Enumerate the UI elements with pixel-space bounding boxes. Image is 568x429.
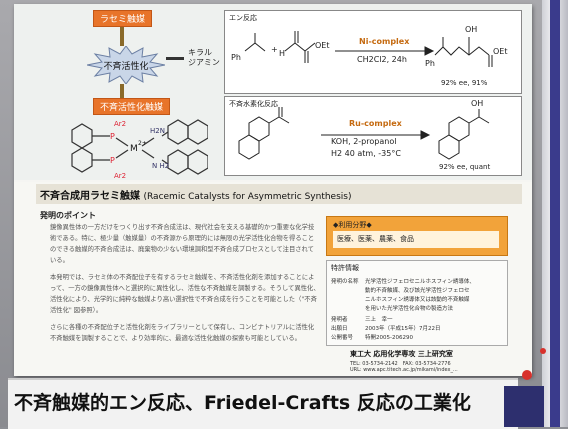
lower-banner: 不斉触媒的エン反応、Friedel‐Crafts 反応の工業化	[8, 378, 518, 429]
hydrogenation-result: 92% ee, quant	[439, 163, 491, 171]
patent-row: ニルホスフィン誘導体又は該動的不斉触媒	[331, 295, 469, 303]
ene-reaction-panel: エン反応 Ph + H OEt Ni-complex	[224, 10, 522, 94]
ar-bottom-label: Ar2	[114, 172, 126, 180]
patent-row-value: ニルホスフィン誘導体又は該動的不斉触媒	[365, 297, 470, 303]
patent-row: 出願日 2003年（平成15年）7月22日	[331, 324, 441, 332]
usage-fields-title: ◆利用分野◆	[333, 221, 372, 229]
ru-complex-label: Ru-complex	[349, 119, 402, 128]
h2n-top-label: H2N	[150, 127, 165, 135]
patent-row-key: 発明者	[331, 317, 348, 323]
red-indicator-dot	[540, 348, 546, 354]
patent-row-key: 発明の名称	[331, 279, 359, 285]
ene-product-oet: OEt	[493, 47, 508, 56]
hydrogenation-cond1: KOH, 2-propanol	[331, 137, 397, 146]
racemic-catalyst-badge: ラセミ触媒	[93, 10, 153, 27]
section-heading-band	[36, 184, 522, 204]
section-heading-en: (Racemic Catalysts for Asymmetric Synthe…	[143, 192, 352, 202]
footer-url: URL: www.apc.titech.ac.jp/mikami/index_.…	[350, 367, 458, 373]
p-top-label: P	[110, 132, 115, 141]
patent-row: 発明者 三上 幸一	[331, 315, 393, 323]
metal-label: M	[130, 144, 138, 154]
chiral-diamine-line2: ジアミン	[188, 58, 220, 67]
paragraph-1: 鏡像異性体の一方だけをつくり出す不斉合成法は、現代社会を支える基礎的かつ重要な化…	[50, 224, 315, 264]
patent-row: を用いた光学活性化合物の製造方法	[331, 304, 453, 312]
hydrogenation-cond2: H2 40 atm, -35°C	[331, 149, 401, 158]
patent-row-value: を用いた光学活性化合物の製造方法	[365, 306, 454, 312]
metal-charge-label: 2+	[138, 140, 147, 147]
patent-row: 動的不斉触媒、及び該光学活性ジフェロセ	[331, 286, 470, 294]
patent-info-box: 特許情報 発明の名称光学活性ジフェロセニルホスフィン誘導体、 動的不斉触媒、及び…	[326, 260, 508, 346]
ene-plus: +	[271, 45, 278, 54]
ene-h-label: H	[279, 49, 286, 58]
hydrogenation-product-oh: OH	[471, 99, 484, 108]
patent-row-value: 特開2005-206290	[365, 335, 413, 341]
patent-row-value: 光学活性ジフェロセニルホスフィン誘導体、	[365, 279, 475, 285]
ar-top-label: Ar2	[114, 120, 126, 128]
section-heading: 不斉合成用ラセミ触媒 (Racemic Catalysts for Asymme…	[40, 187, 352, 202]
diamine-arrow	[166, 57, 184, 60]
ene-reactant-oet: OEt	[315, 41, 330, 50]
ene-reactant-ph: Ph	[231, 53, 241, 62]
patent-row: 発明の名称光学活性ジフェロセニルホスフィン誘導体、	[331, 277, 475, 285]
hydrogenation-panel: 不斉水素化反応 Ru-complex KOH, 2-propanol H2 40…	[224, 96, 522, 176]
lower-right-dark-strip	[504, 386, 544, 427]
ene-conditions: CH2Cl2, 24h	[357, 55, 407, 64]
asymmetric-activation-label: 不斉活性化	[103, 61, 149, 72]
lower-banner-title: 不斉触媒的エン反応、Friedel‐Crafts 反応の工業化	[14, 392, 471, 414]
ene-reaction-scheme	[244, 31, 493, 67]
catalyst-structure: P P Ar2 Ar2 M 2+ H2N N H2	[71, 119, 208, 180]
ene-product-oh: OH	[465, 25, 478, 34]
patent-row-value: 三上 幸一	[365, 317, 393, 323]
ene-product-ph: Ph	[425, 59, 435, 68]
ni-complex-label: Ni-complex	[359, 37, 410, 46]
usage-fields-box: ◆利用分野◆ 医療、医薬、農薬、食品	[326, 216, 508, 256]
hydrogenation-scheme	[238, 107, 490, 160]
footer-institution: 東工大 応用化学専攻 三上研究室	[350, 350, 453, 358]
patent-row-key: 公開番号	[331, 335, 354, 341]
patent-row-value: 動的不斉触媒、及び該光学活性ジフェロセ	[365, 288, 470, 294]
flow-arrow-top	[120, 26, 124, 46]
starburst-shape	[86, 45, 166, 85]
patent-row-value: 2003年（平成15年）7月22日	[365, 326, 441, 332]
p-bottom-label: P	[110, 156, 115, 165]
red-button-dot	[522, 370, 532, 380]
right-post-strip	[550, 0, 560, 427]
poster: ラセミ触媒 不斉活性化 キラル ジアミン 不斉活性化触媒 P	[14, 4, 532, 376]
patent-info-title: 特許情報	[331, 264, 359, 272]
flow-arrow-bottom	[120, 84, 124, 98]
chiral-diamine-label: キラル ジアミン	[188, 48, 220, 68]
paragraph-3: さらに各種の不斉配位子と活性化剤をライブラリーとして保有し、コンビナトリアルに活…	[50, 324, 315, 342]
footer-tel: TEL: 03-5734-2142 FAX: 03-5734-2776	[350, 361, 451, 367]
nh2-bottom-label: N H2	[152, 162, 169, 170]
hydrogenation-title: 不斉水素化反応	[229, 100, 278, 108]
chiral-diamine-line1: キラル	[188, 48, 212, 57]
activated-catalyst-badge: 不斉活性化触媒	[93, 98, 171, 115]
right-post	[542, 0, 568, 427]
invention-points-subheading: 発明のポイント	[40, 211, 96, 220]
section-heading-jp: 不斉合成用ラセミ触媒	[40, 191, 140, 202]
patent-row-key: 出願日	[331, 326, 348, 332]
paragraph-2: 本発明では、ラセミ体の不斉配位子を有するラセミ触媒を、不斉活性化剤を添加すること…	[50, 274, 320, 314]
usage-fields-value: 医療、医薬、農薬、食品	[333, 231, 499, 248]
ene-reaction-title: エン反応	[229, 14, 257, 22]
patent-row: 公開番号 特開2005-206290	[331, 333, 413, 341]
ene-result: 92% ee, 91%	[441, 79, 488, 87]
